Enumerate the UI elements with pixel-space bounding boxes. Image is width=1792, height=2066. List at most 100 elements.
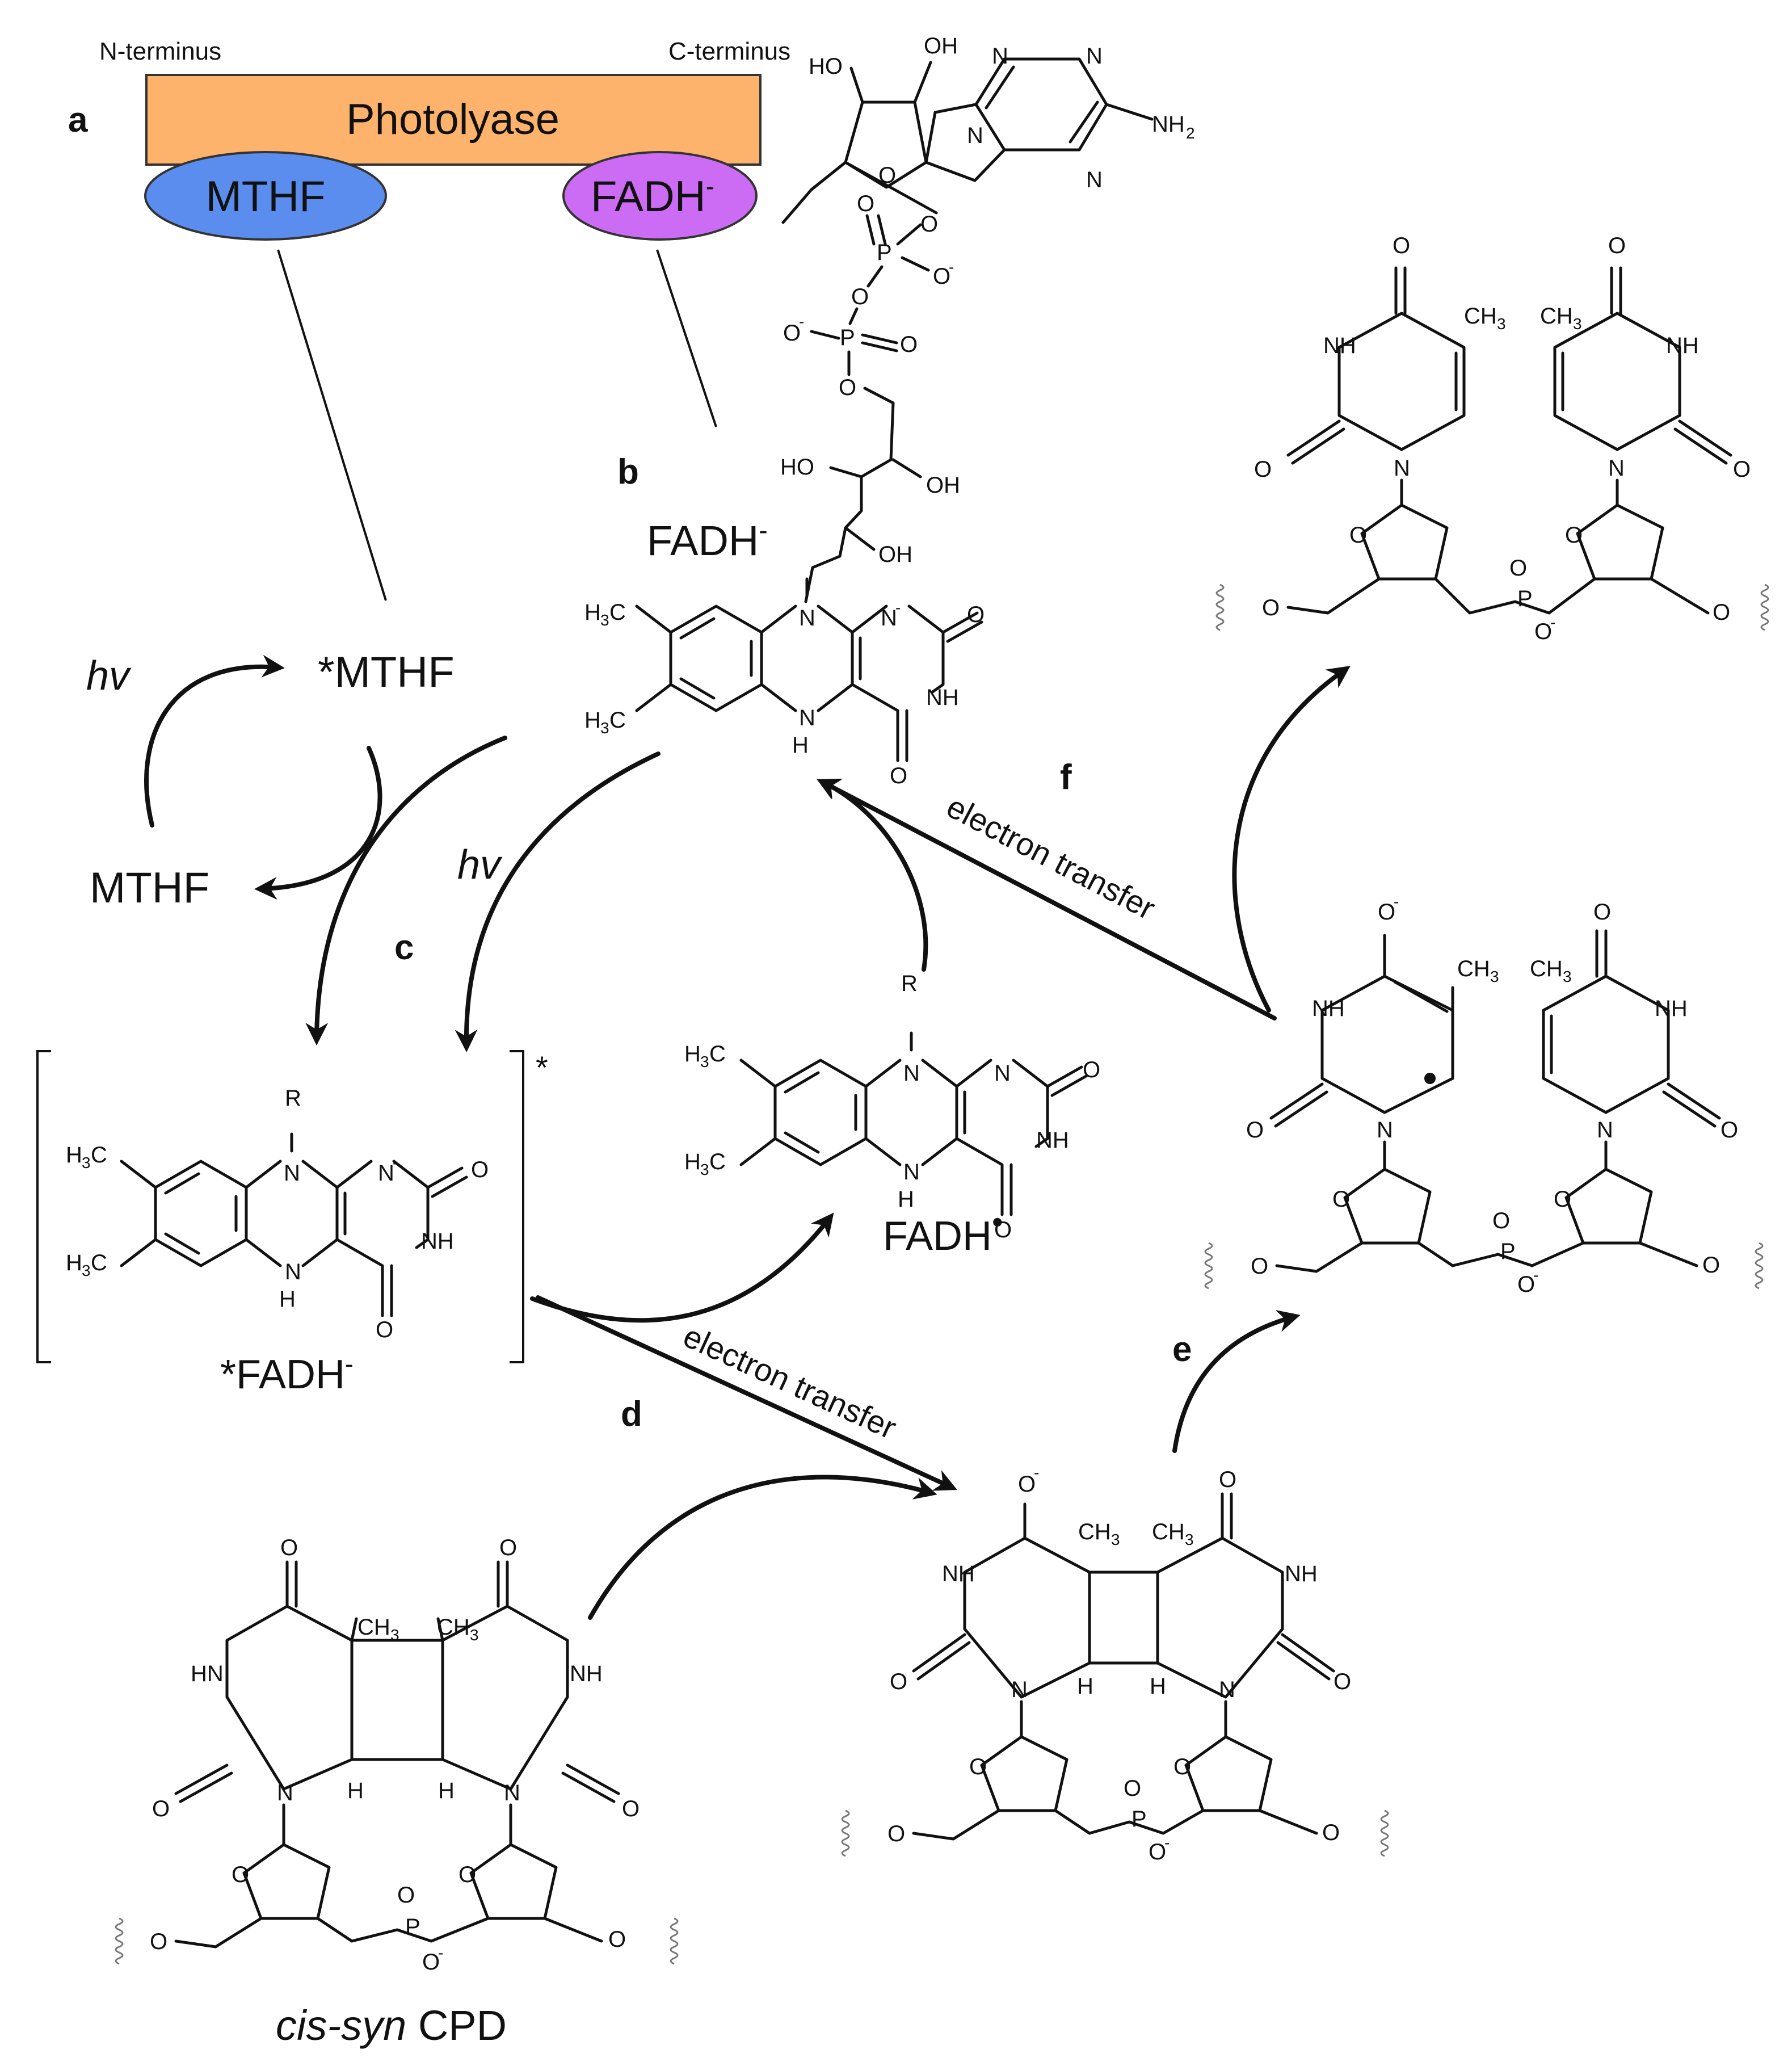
electron-transfer-label-d: electron transfer [678, 1318, 902, 1446]
svg-text:O: O [994, 1217, 1012, 1242]
svg-text:P: P [405, 1914, 420, 1939]
electron-transfer-label-f: electron transfer [941, 788, 1161, 926]
svg-text:H: H [684, 1042, 701, 1066]
svg-text:O: O [280, 1535, 298, 1560]
panel-a: a Photolyase N-terminus C-terminus MTHF … [68, 37, 790, 601]
panel-label-c: c [394, 928, 414, 967]
fadh-radical-name: FADH• [883, 1204, 1003, 1259]
svg-text:O: O [1713, 600, 1730, 625]
svg-text:H: H [279, 1287, 296, 1312]
fadh-minus-name: FADH- [647, 515, 768, 564]
excited-fadh-name: *FADH- [220, 1350, 354, 1397]
svg-text:N: N [799, 606, 815, 631]
svg-text:N: N [277, 1781, 293, 1805]
svg-text:O: O [1378, 900, 1395, 925]
panel-label-a: a [68, 100, 88, 140]
svg-text:OH: OH [924, 33, 958, 58]
svg-text:O: O [1733, 457, 1751, 482]
svg-text:O: O [839, 375, 856, 400]
svg-text:R: R [901, 971, 918, 996]
panel-label-e: e [1172, 1330, 1192, 1369]
svg-text:H: H [584, 708, 601, 733]
svg-text:O: O [1149, 1840, 1166, 1865]
svg-text:H: H [584, 600, 601, 625]
svg-text:O: O [150, 1929, 167, 1954]
mthf-leader-line [277, 249, 387, 601]
mthf-relaxation-arrow [254, 746, 382, 900]
svg-text:NH: NH [421, 1229, 454, 1254]
svg-text:O: O [471, 1157, 489, 1182]
svg-text:O: O [851, 284, 869, 309]
svg-text:O: O [890, 1669, 907, 1694]
svg-text:O: O [1219, 1467, 1236, 1492]
svg-text:P: P [1517, 586, 1533, 611]
svg-text:O: O [1349, 523, 1367, 548]
svg-text:-: - [895, 599, 901, 616]
svg-text:O: O [857, 191, 874, 216]
svg-text:O: O [933, 264, 950, 289]
svg-text:O: O [887, 1821, 905, 1846]
svg-text:3: 3 [700, 1161, 709, 1178]
svg-text:C: C [709, 1042, 726, 1066]
svg-text:N: N [994, 1061, 1011, 1086]
svg-text:NH: NH [1285, 1561, 1318, 1586]
svg-text:N: N [799, 706, 815, 730]
svg-text:H: H [66, 1250, 82, 1275]
svg-text:H: H [1150, 1674, 1166, 1699]
svg-text:3: 3 [600, 611, 609, 629]
svg-text:2: 2 [1186, 124, 1195, 142]
svg-text:-: - [949, 258, 954, 276]
svg-text:C: C [709, 1149, 726, 1174]
svg-text:-: - [393, 1154, 398, 1171]
svg-text:3: 3 [390, 1626, 399, 1644]
svg-text:O: O [1173, 1754, 1191, 1779]
svg-text:N: N [284, 1161, 300, 1186]
svg-text:3: 3 [82, 1154, 91, 1171]
svg-text:-: - [1164, 1834, 1170, 1851]
svg-text:O: O [1246, 1118, 1264, 1143]
svg-text:N: N [1219, 1677, 1235, 1702]
svg-text:O: O [967, 602, 985, 627]
svg-text:O: O [376, 1317, 393, 1342]
svg-text:H: H [66, 1143, 82, 1168]
mthf-cofactor-label: MTHF [205, 173, 325, 221]
svg-text:3: 3 [1573, 315, 1582, 333]
svg-text:C: C [91, 1250, 107, 1275]
svg-text:H: H [347, 1778, 364, 1803]
panel-f: electron transfer f [817, 666, 1351, 1021]
svg-text:N: N [967, 123, 983, 148]
photolyase-label: Photolyase [346, 95, 560, 144]
svg-text:NH: NH [570, 1661, 603, 1686]
svg-text:O: O [920, 212, 938, 237]
svg-text:HN: HN [191, 1661, 224, 1686]
fadh-oxidation-arrow [530, 1212, 834, 1323]
svg-text:O: O [1565, 523, 1583, 548]
svg-text:3: 3 [1185, 1531, 1194, 1548]
fadh-cofactor [562, 151, 758, 241]
svg-text:H: H [438, 1778, 455, 1803]
svg-text:N: N [1608, 456, 1625, 481]
panel-e: e [1172, 1310, 1301, 1453]
svg-text:O: O [1608, 233, 1626, 258]
svg-text:-: - [799, 313, 804, 330]
svg-text:N: N [504, 1781, 520, 1805]
svg-text:3: 3 [1490, 968, 1499, 985]
svg-text:CH: CH [1540, 304, 1573, 329]
svg-text:3: 3 [470, 1626, 479, 1644]
svg-text:N: N [285, 1259, 301, 1284]
svg-text:NH: NH [1152, 112, 1185, 137]
svg-text:CH: CH [357, 1615, 390, 1640]
svg-text:CH: CH [1530, 956, 1563, 981]
mthf-label: MTHF [90, 864, 209, 912]
svg-text:C: C [91, 1143, 107, 1168]
svg-text:3: 3 [1563, 968, 1572, 985]
c-terminus-label: C-terminus [668, 37, 790, 65]
svg-text:-: - [438, 1944, 443, 1962]
svg-text:O: O [622, 1796, 640, 1821]
svg-text:P: P [1131, 1807, 1147, 1832]
svg-text:O: O [1018, 1472, 1036, 1497]
svg-text:-: - [1034, 1464, 1039, 1481]
